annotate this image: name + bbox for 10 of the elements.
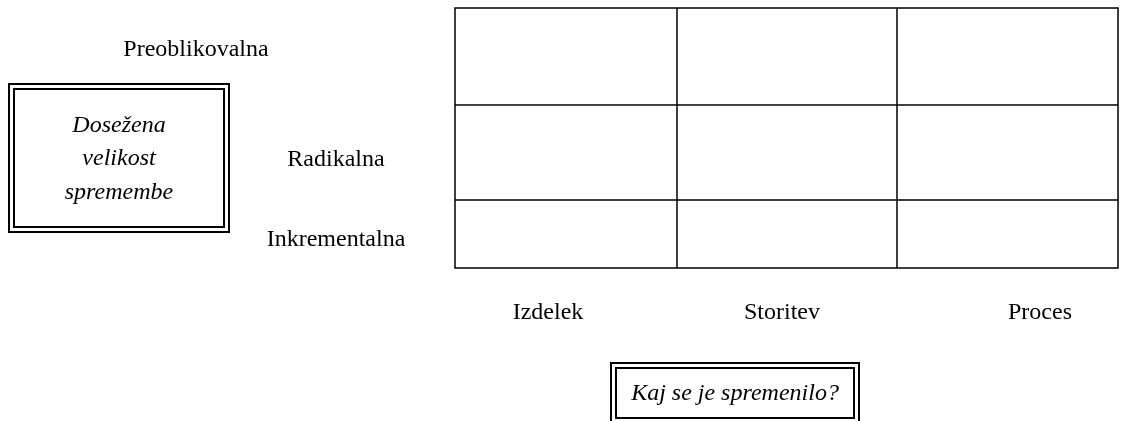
- framed-box: [8, 83, 230, 233]
- row-label: Inkrementalna: [266, 224, 406, 252]
- box-text: Dosežena velikost spremembe: [63, 109, 175, 206]
- column-label: Izdelek: [512, 297, 584, 325]
- column-label: Storitev: [744, 297, 820, 325]
- column-label: Proces: [1008, 297, 1072, 325]
- row-label: Radikalna: [287, 144, 385, 172]
- box-text: Kaj se je spremenilo?: [631, 378, 839, 408]
- row-label: Preoblikovalna: [123, 34, 269, 62]
- framed-box: [610, 362, 860, 421]
